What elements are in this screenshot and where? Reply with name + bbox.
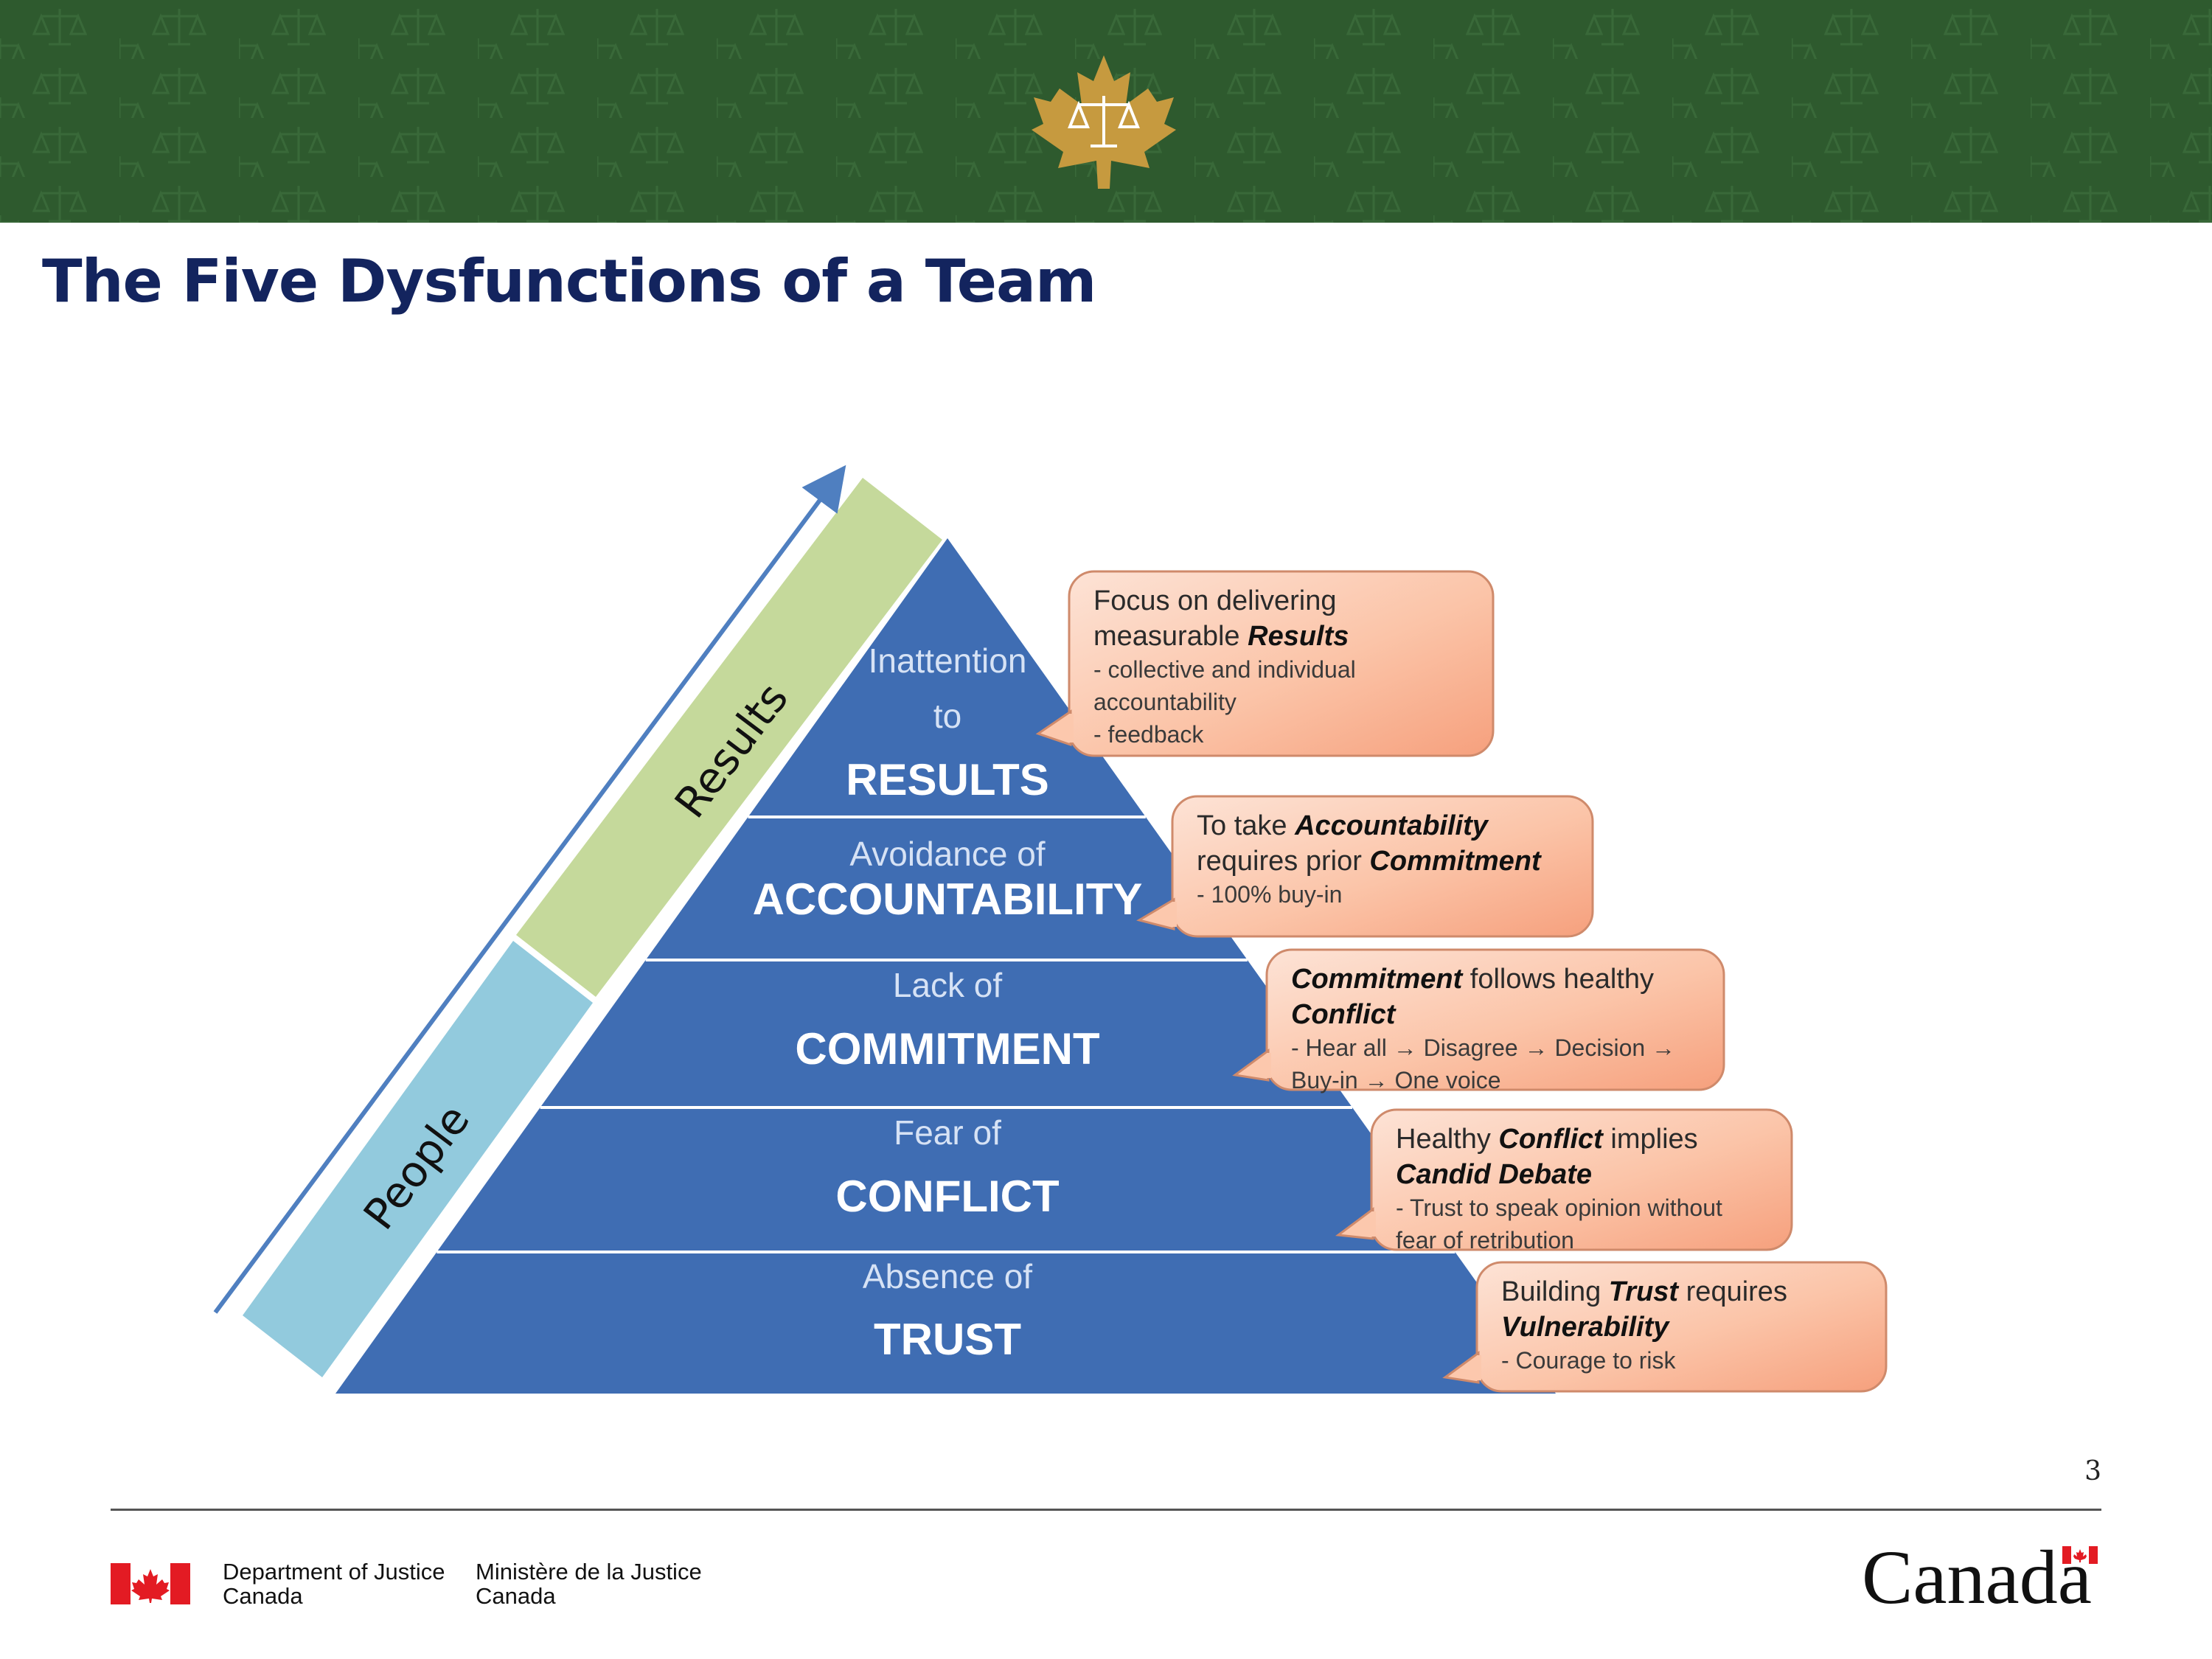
callout-headline: Healthy Conflict implies — [1396, 1124, 1698, 1155]
callout-headline: Focus on delivering — [1093, 585, 1337, 616]
level-title-accountability: ACCOUNTABILITY — [753, 874, 1143, 924]
slide-title: The Five Dysfunctions of a Team — [42, 247, 1096, 316]
callout-detail: - feedback — [1093, 721, 1204, 748]
level-prefix-results: to — [933, 697, 961, 735]
dept-en-line-2: Canada — [223, 1583, 303, 1609]
department-name-english: Department of Justice Canada — [223, 1559, 445, 1608]
level-title-results: RESULTS — [846, 755, 1049, 804]
people-band — [243, 941, 593, 1377]
dept-fr-line-2: Canada — [476, 1583, 556, 1609]
callout-box — [1171, 795, 1594, 938]
callout-headline: Vulnerability — [1501, 1312, 1670, 1343]
callout-results: Focus on delivering measurable Results - c… — [1035, 570, 1495, 757]
people-to-results-arrow — [213, 465, 846, 1314]
callout-headline: Building Trust requires — [1501, 1276, 1787, 1307]
callout-box — [1265, 948, 1725, 1091]
callout-detail: - Hear all → Disagree → Decision → — [1291, 1034, 1675, 1061]
callout-detail: - 100% buy-in — [1197, 881, 1342, 908]
canada-wordmark-flag-icon — [2062, 1546, 2098, 1564]
callout-accountability: To take Accountability requires prior Com… — [1136, 795, 1594, 938]
callout-box — [1370, 1108, 1793, 1251]
dept-en-line-1: Department of Justice — [223, 1559, 445, 1585]
level-title-conflict: CONFLICT — [835, 1172, 1059, 1221]
level-prefix-accountability: Avoidance of — [849, 835, 1045, 873]
callout-box — [1475, 1261, 1888, 1393]
callout-headline: measurable Results — [1093, 621, 1349, 652]
callout-headline: Candid Debate — [1396, 1159, 1592, 1190]
callout-box — [1068, 570, 1495, 757]
level-prefix-trust: Absence of — [863, 1257, 1032, 1295]
callout-headline: requires prior Commitment — [1197, 846, 1542, 877]
callout-group: Focus on delivering measurable Results - c… — [1035, 570, 1888, 1393]
maple-leaf-scales-icon — [1032, 55, 1176, 189]
footer-divider — [111, 1509, 2101, 1511]
callout-headline: Commitment follows healthy — [1291, 964, 1654, 995]
pyramid-body — [335, 538, 1556, 1394]
callout-detail: fear of retribution — [1396, 1227, 1574, 1253]
pyramid-level-commitment: Lack of COMMITMENT — [795, 966, 1099, 1074]
header-banner — [0, 0, 2212, 223]
callout-headline: To take Accountability — [1197, 810, 1489, 841]
page-number: 3 — [2084, 1456, 2101, 1486]
level-title-commitment: COMMITMENT — [795, 1024, 1099, 1074]
callout-detail: - Trust to speak opinion without — [1396, 1194, 1722, 1221]
dept-fr-line-1: Ministère de la Justice — [476, 1559, 702, 1585]
level-title-trust: TRUST — [874, 1315, 1021, 1364]
callout-detail: accountability — [1093, 689, 1237, 715]
level-prefix-conflict: Fear of — [894, 1113, 1001, 1152]
level-prefix-commitment: Lack of — [893, 966, 1003, 1004]
results-band — [516, 478, 942, 997]
callout-detail: - Courage to risk — [1501, 1347, 1677, 1374]
callout-detail: - collective and individual — [1093, 656, 1356, 683]
department-name-french: Ministère de la Justice Canada — [476, 1559, 702, 1608]
canada-flag-icon — [111, 1563, 190, 1604]
callout-headline: Conflict — [1291, 999, 1397, 1030]
pyramid-level-trust: Absence of TRUST — [863, 1257, 1032, 1364]
callout-detail: Buy-in → One voice — [1291, 1067, 1501, 1093]
canada-wordmark: Canada — [1862, 1535, 2092, 1620]
level-prefix-results: Inattention — [869, 641, 1027, 680]
pyramid-level-conflict: Fear of CONFLICT — [835, 1113, 1059, 1221]
